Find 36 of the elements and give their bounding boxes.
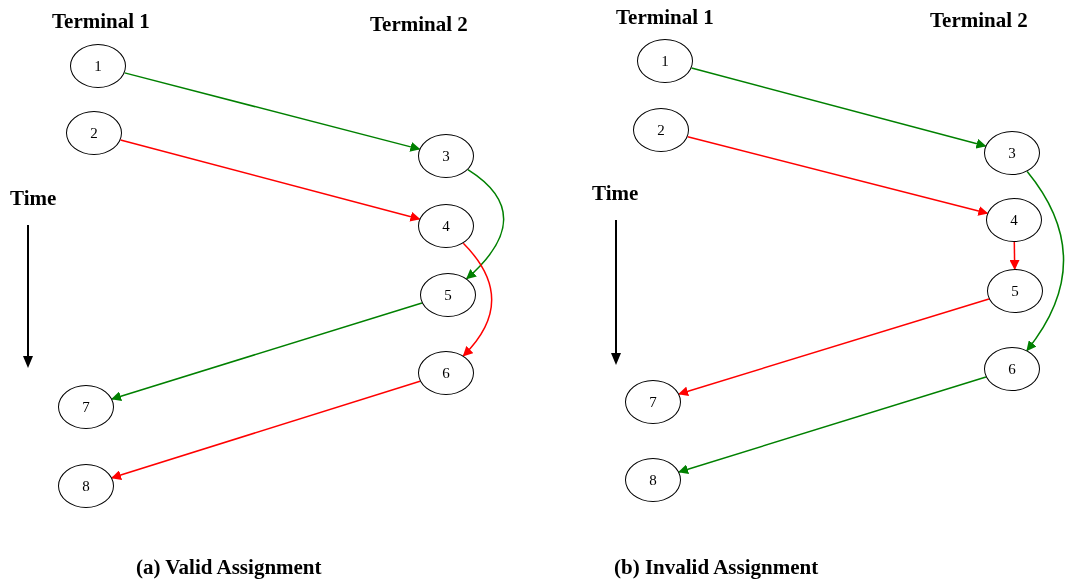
node-ellipse: 1 [70,44,126,88]
column-heading: Terminal 1 [52,8,150,35]
node-ellipse: 5 [420,273,476,317]
caption: (b) Invalid Assignment [614,554,819,581]
node-ellipse: 7 [625,380,681,424]
arrow [119,139,421,222]
arrow [1009,241,1020,270]
node-ellipse: 4 [418,204,474,248]
node-ellipse: 3 [418,134,474,178]
node-ellipse: 2 [633,108,689,152]
arrow [466,169,505,280]
caption: (a) Valid Assignment [136,554,322,581]
arrow [678,376,987,475]
column-heading: Terminal 1 [616,4,714,31]
node-ellipse: 2 [66,111,122,155]
column-heading: Terminal 2 [370,11,468,38]
column-heading: Terminal 2 [930,7,1028,34]
arrow [686,136,989,216]
arrow [678,298,990,397]
arrow [123,72,421,152]
node-ellipse: 6 [984,347,1040,391]
axis-label: Time [592,180,639,207]
node-ellipse: 3 [984,131,1040,175]
node-ellipse: 5 [987,269,1043,313]
node-ellipse: 1 [637,39,693,83]
arrow [111,380,421,480]
node-ellipse: 8 [58,464,114,508]
node-ellipse: 4 [986,198,1042,242]
node-ellipse: 6 [418,351,474,395]
arrow [690,67,987,149]
node-ellipse: 7 [58,385,114,429]
arrow [111,302,423,402]
arrow [1026,170,1065,352]
node-ellipse: 8 [625,458,681,502]
arrow [462,242,493,357]
axis-label: Time [10,185,57,212]
